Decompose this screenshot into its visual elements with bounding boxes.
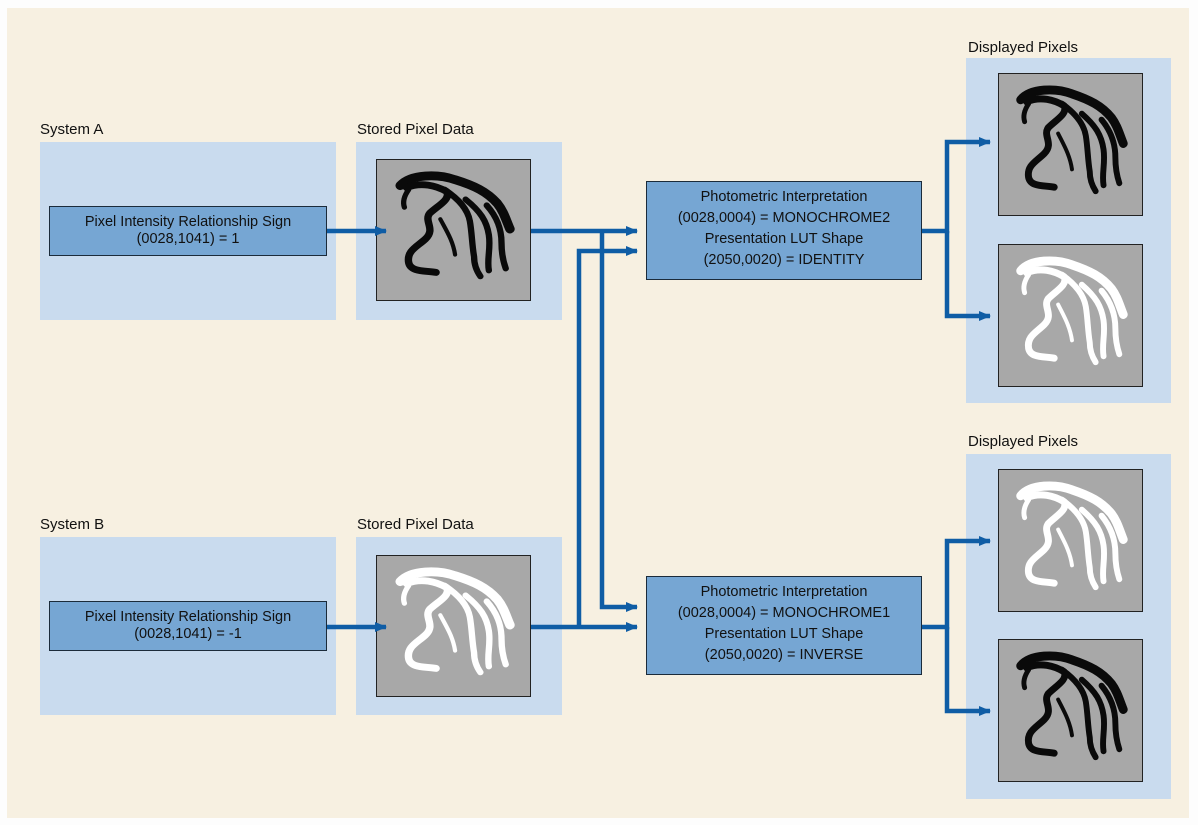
vessel-graphic [395, 567, 515, 676]
vessel-branch [1023, 661, 1069, 757]
vessel-branch [1059, 271, 1099, 366]
vessel-branch [395, 171, 515, 234]
vessel-branch [483, 598, 509, 668]
vessel-graphic [1016, 651, 1128, 761]
system-a-sign-box: Pixel Intensity Relationship Sign (0028,… [49, 206, 327, 256]
vessel-branch [395, 567, 515, 630]
vessel-branch [1021, 272, 1032, 296]
vessel-branch [438, 613, 458, 653]
vessel-branch [1016, 481, 1128, 544]
vessel-branch [402, 577, 452, 672]
vessel-branch [1023, 95, 1069, 191]
system-a-title: System A [40, 121, 104, 138]
stored-b-title: Stored Pixel Data [357, 516, 474, 533]
vessel-branch [1098, 512, 1123, 583]
vessel-branch [438, 217, 458, 257]
vessel-branch [1016, 85, 1128, 148]
lut-shape-bottom-value: (2050,0020) = INVERSE [704, 647, 864, 663]
vessel-branch [1098, 682, 1123, 753]
vessel-branch [462, 592, 493, 670]
vessel-branch [1056, 527, 1074, 568]
vessel-branch [1056, 131, 1074, 172]
displayed-bottom-image-1 [998, 469, 1143, 612]
vessel-branch [441, 186, 484, 280]
system-a-sign-label: Pixel Intensity Relationship Sign [84, 214, 292, 230]
vessel-branch [1059, 666, 1099, 761]
system-b-title: System B [40, 516, 105, 533]
lut-shape-top-label: Presentation LUT Shape [704, 231, 864, 247]
vessel-branch [441, 582, 484, 676]
vessel-branch [1059, 100, 1099, 195]
displayed-top-title: Displayed Pixels [968, 39, 1079, 56]
vessel-branch [483, 202, 509, 272]
photometric-top-label: Photometric Interpretation [700, 189, 868, 205]
vessel-branch [402, 181, 452, 276]
vessel-branch [1078, 506, 1108, 585]
system-a-sign-value: (0028,1041) = 1 [136, 231, 240, 247]
vessel-graphic [395, 171, 515, 280]
stored-b-image [376, 555, 531, 697]
photometric-bottom-label: Photometric Interpretation [700, 584, 868, 600]
vessel-branch [1023, 266, 1069, 362]
vessel-branch [1098, 287, 1123, 358]
vessel-branch [1021, 497, 1032, 521]
vessel-graphic [1016, 256, 1128, 366]
vessel-branch [1023, 491, 1069, 587]
vessel-branch [1098, 116, 1123, 187]
vessel-branch [1078, 676, 1108, 755]
vessel-branch [1056, 302, 1074, 343]
vessel-branch [1059, 496, 1099, 591]
system-b-sign-label: Pixel Intensity Relationship Sign [84, 609, 292, 625]
lut-shape-bottom-label: Presentation LUT Shape [704, 626, 864, 642]
vessel-branch [1021, 667, 1032, 691]
stored-a-image [376, 159, 531, 301]
vessel-graphic [1016, 85, 1128, 195]
vessel-branch [1021, 101, 1032, 125]
vessel-branch [1056, 697, 1074, 738]
vessel-graphic [1016, 481, 1128, 591]
stored-a-title: Stored Pixel Data [357, 121, 474, 138]
displayed-bottom-image-2 [998, 639, 1143, 782]
displayed-bottom-title: Displayed Pixels [968, 433, 1079, 450]
vessel-branch [400, 187, 412, 210]
vessel-branch [1078, 281, 1108, 360]
photometric-top-value: (0028,0004) = MONOCHROME2 [677, 210, 891, 226]
displayed-top-image-1 [998, 73, 1143, 216]
vessel-branch [1016, 651, 1128, 714]
system-b-sign-box: Pixel Intensity Relationship Sign (0028,… [49, 601, 327, 651]
vessel-branch [1078, 110, 1108, 189]
photometric-bottom-value: (0028,0004) = MONOCHROME1 [677, 605, 891, 621]
photometric-bottom-box: Photometric Interpretation (0028,0004) =… [646, 576, 922, 675]
system-b-sign-value: (0028,1041) = -1 [134, 626, 242, 642]
displayed-top-image-2 [998, 244, 1143, 387]
vessel-branch [462, 196, 493, 274]
vessel-branch [400, 583, 412, 606]
vessel-branch [1016, 256, 1128, 319]
photometric-top-box: Photometric Interpretation (0028,0004) =… [646, 181, 922, 280]
lut-shape-top-value: (2050,0020) = IDENTITY [703, 252, 865, 268]
